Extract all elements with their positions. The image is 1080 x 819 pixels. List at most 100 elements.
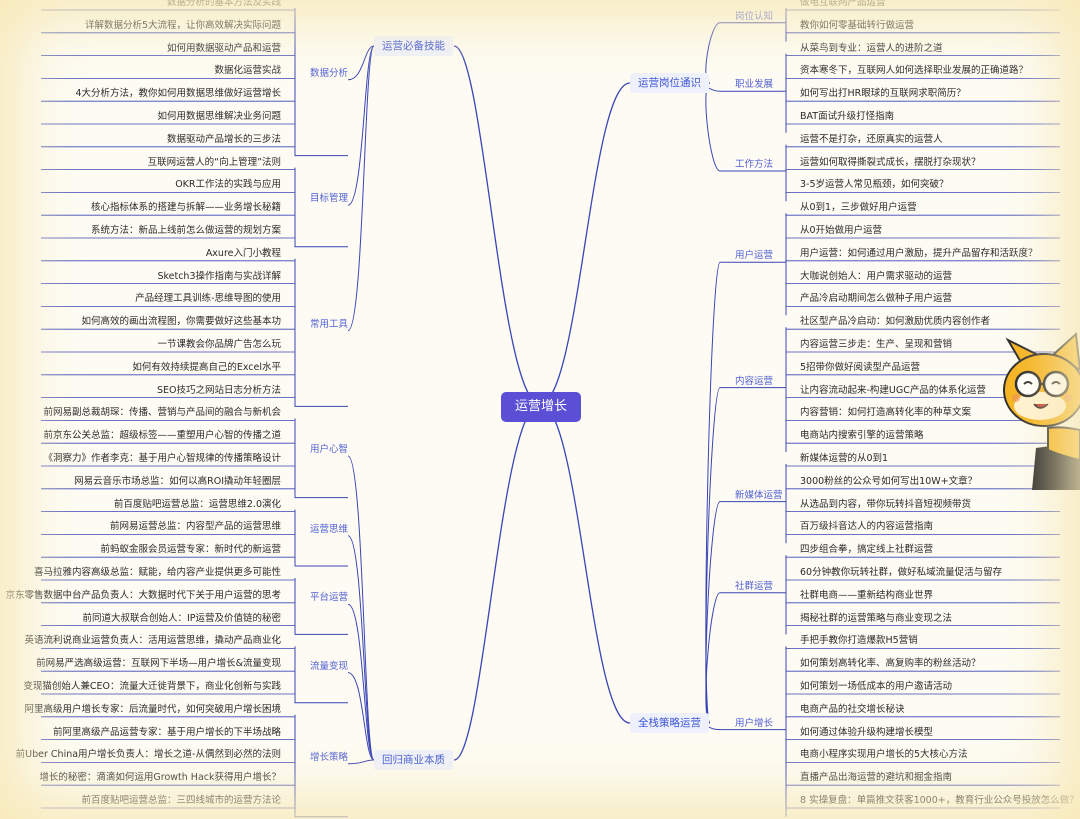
leaf-item[interactable]: 互联网运营人的“向上管理”法则 (147, 156, 281, 168)
leaf-item[interactable]: 核心指标体系的搭建与拆解——业务增长秘籍 (90, 202, 281, 214)
leaf-item[interactable]: 前百度贴吧运营总监：三四线城市的运营方法论 (81, 795, 281, 806)
sub-branch-用户增长[interactable]: 用户增长 (735, 717, 774, 729)
sub-branch-平台运营[interactable]: 平台运营 (310, 592, 349, 604)
leaf-item[interactable]: 手把手教你打造爆款H5营销 (800, 635, 918, 647)
leaf-item[interactable]: 网易云音乐市场总监：如何以高ROI撬动年轻圈层 (74, 475, 281, 487)
leaf-item[interactable]: 英语流利说商业运营负责人：活用运营思维，撬动产品商业化 (24, 635, 281, 647)
leaf-item[interactable]: OKR工作法的实践与应用 (175, 179, 281, 191)
leaf-item[interactable]: 内容营销：如何打造高转化率的种草文案 (800, 407, 972, 419)
leaf-item[interactable]: 如何策划一场低成本的用户邀请活动 (800, 681, 953, 692)
leaf-item[interactable]: 《洞察力》作者李克：基于用户心智规律的传播策略设计 (43, 453, 281, 464)
leaf-item[interactable]: 前阿里高级产品运营专家：基于用户增长的下半场战略 (52, 726, 281, 738)
leaf-item[interactable]: 让内容流动起来-构建UGC产品的体系化运营 (800, 384, 986, 396)
main-branch-left-0[interactable]: 运营必备技能 (374, 36, 453, 56)
sub-branch-增长策略[interactable]: 增长策略 (310, 751, 349, 763)
sub-branch-新媒体运营[interactable]: 新媒体运营 (735, 489, 783, 501)
leaf-item[interactable]: 变现猫创始人兼CEO：流量大迁徙背景下，商业化创新与实践 (23, 681, 281, 692)
main-branch-right-1[interactable]: 全栈策略运营 (630, 713, 709, 733)
leaf-item[interactable]: 产品冷启动期间怎么做种子用户运营 (800, 293, 953, 305)
mascot-illustration (1003, 331, 1080, 490)
leaf-item[interactable]: 电商小程序实现用户增长的5大核心方法 (800, 749, 968, 761)
leaf-item[interactable]: 前蚂蚁金服会员运营专家：新时代的新运营 (100, 544, 281, 556)
leaf-item[interactable]: 社群电商——重新结构商业世界 (800, 589, 934, 601)
leaf-item[interactable]: BAT面试升级打怪指南 (800, 111, 895, 122)
leaf-item[interactable]: 揭秘社群的运营策略与商业变现之法 (800, 612, 953, 624)
leaf-item[interactable]: 社区型产品冷启动：如何激励优质内容创作者 (800, 316, 991, 328)
leaf-item[interactable]: 5招带你做好阅读型产品运营 (800, 361, 921, 373)
leaf-item[interactable]: 8 实操复盘：单篇推文获客1000+，教育行业公众号投放怎么做？ (800, 795, 1079, 806)
root-topic[interactable]: 运营增长 (501, 392, 582, 422)
leaf-item[interactable]: 喜马拉雅内容高级总监：赋能，给内容产业提供更多可能性 (33, 567, 281, 578)
leaf-item[interactable]: 如何策划高转化率、高复购率的粉丝活动？ (800, 658, 981, 670)
sub-branch-岗位认知[interactable]: 岗位认知 (735, 10, 774, 22)
sub-branch-流量变现[interactable]: 流量变现 (310, 660, 349, 672)
leaf-item[interactable]: 如何通过体验升级构建增长模型 (800, 726, 934, 738)
leaf-item[interactable]: 新媒体运营的从0到1 (800, 453, 889, 464)
leaf-item[interactable]: 3000粉丝的公众号如何写出10W+文章？ (800, 475, 978, 487)
sub-branch-目标管理[interactable]: 目标管理 (310, 193, 349, 205)
leaf-item[interactable]: 从选品到内容，带你玩转抖音短视频带货 (800, 498, 972, 510)
sub-branch-内容运营[interactable]: 内容运营 (735, 375, 774, 387)
sub-branch-职业发展[interactable]: 职业发展 (735, 79, 774, 91)
connector (294, 509, 348, 567)
leaf-item[interactable]: 四步组合拳，搞定线上社群运营 (800, 544, 934, 556)
main-branch-left-1[interactable]: 回归商业本质 (374, 750, 453, 770)
leaf-item[interactable]: 从菜鸟到专业：运营人的进阶之道 (800, 42, 943, 54)
leaf-item[interactable]: 电商产品的社交增长秘诀 (800, 703, 905, 715)
leaf-item[interactable]: 运营不是打杂，还原真实的运营人 (800, 133, 943, 145)
leaf-item[interactable]: 从0到1，三步做好用户运营 (800, 202, 917, 214)
leaf-item[interactable]: 如何写出打HR眼球的互联网求职简历？ (800, 88, 966, 100)
leaf-item[interactable]: 前网易严选高级运营：互联网下半场—用户增长&流量变现 (36, 658, 281, 670)
connector (705, 501, 783, 724)
leaf-item[interactable]: 如何高效的画出流程图，你需要做好这些基本功 (81, 316, 281, 328)
leaf-item[interactable]: 3-5岁运营人常见瓶颈，如何突破？ (800, 179, 949, 191)
leaf-item[interactable]: 前Uber China用户增长负责人：增长之道-从偶然到必然的法则 (15, 749, 281, 761)
sub-branch-用户运营[interactable]: 用户运营 (735, 250, 774, 262)
leaf-item[interactable]: 详解数据分析5大流程，让你高效解决实际问题 (84, 19, 281, 31)
leaf-item[interactable]: 运营如何取得撕裂式成长，摆脱打杂现状？ (800, 156, 981, 168)
leaf-item[interactable]: 教你如何零基础转行做运营 (800, 19, 915, 31)
leaf-item[interactable]: SEO技巧之网站日志分析方法 (156, 384, 281, 396)
leaf-item[interactable]: 一节课教会你品牌广告怎么玩 (157, 339, 281, 350)
leaf-item[interactable]: 百万级抖音达人的内容运营指南 (800, 521, 934, 533)
leaf-item[interactable]: 如何用数据思维解决业务问题 (157, 111, 281, 122)
leaf-item[interactable]: 系统方法：新品上线前怎么做运营的规划方案 (90, 225, 281, 236)
connector (539, 82, 631, 405)
connector (347, 672, 375, 761)
leaf-item[interactable]: 4大分析方法，教你如何用数据思维做好运营增长 (75, 88, 281, 100)
leaf-item[interactable]: Axure入门小教程 (205, 247, 281, 259)
leaf-item[interactable]: 数据分析的基本方法及实践 (166, 0, 281, 8)
sub-branch-常用工具[interactable]: 常用工具 (310, 318, 349, 330)
leaf-item[interactable]: 资本寒冬下，互联网人如何选择职业发展的正确道路？ (800, 65, 1029, 77)
leaf-item[interactable]: 电商站内搜索引擎的运营策略 (800, 430, 924, 442)
leaf-item[interactable]: Sketch3操作指南与实战详解 (157, 270, 281, 282)
sub-branch-数据分析[interactable]: 数据分析 (310, 67, 349, 79)
connector (705, 22, 783, 84)
leaf-item[interactable]: 直播产品出海运营的避坑和掘金指南 (800, 772, 953, 784)
leaf-item[interactable]: 大咖说创始人：用户需求驱动的运营 (800, 270, 953, 282)
leaf-item[interactable]: 如何用数据驱动产品和运营 (166, 42, 281, 54)
leaf-item[interactable]: 前网易运营总监：内容型产品的运营思维 (109, 521, 281, 533)
leaf-item[interactable]: 从0开始做用户运营 (800, 225, 883, 236)
leaf-item[interactable]: 做电互联网产品运营 (800, 0, 886, 8)
leaf-item[interactable]: 数据驱动产品增长的三步法 (166, 133, 281, 145)
leaf-item[interactable]: 阿里高级用户增长专家：后流量时代，如何突破用户增长困境 (24, 703, 281, 715)
leaf-item[interactable]: 用户运营：如何通过用户激励，提升产品留存和活跃度？ (800, 247, 1038, 259)
sub-branch-运营思维[interactable]: 运营思维 (310, 523, 349, 535)
leaf-item[interactable]: 如何有效持续提高自己的Excel水平 (132, 361, 281, 373)
leaf-item[interactable]: 京东零售数据中台产品负责人：大数据时代下关于用户运营的思考 (5, 589, 281, 601)
leaf-item[interactable]: 增长的秘密：滴滴如何运用Growth Hack获得用户增长？ (39, 772, 281, 784)
leaf-item[interactable]: 前百度贴吧运营总监：运营思维2.0演化 (113, 498, 281, 510)
sub-branch-社群运营[interactable]: 社群运营 (735, 580, 774, 592)
leaf-item[interactable]: 内容运营三步走：生产、呈现和营销 (800, 339, 953, 350)
leaf-item[interactable]: 数据化运营实战 (214, 65, 281, 77)
leaf-item[interactable]: 前网易副总裁胡琛：传播、营销与产品间的融合与新机会 (43, 407, 281, 419)
leaf-item[interactable]: 前京东公关总监：超级标签——重塑用户心智的传播之道 (43, 430, 281, 442)
leaf-item[interactable]: 60分钟教你玩转社群，做好私域流量促活与留存 (800, 567, 1003, 578)
connector (539, 403, 631, 724)
sub-branch-工作方法[interactable]: 工作方法 (735, 159, 774, 170)
sub-branch-用户心智[interactable]: 用户心智 (310, 444, 349, 455)
main-branch-right-0[interactable]: 运营岗位通识 (630, 73, 709, 93)
leaf-item[interactable]: 前同道大叔联合创始人：IP运营及价值链的秘密 (82, 612, 281, 624)
leaf-item[interactable]: 产品经理工具训练-思维导图的使用 (135, 293, 281, 305)
